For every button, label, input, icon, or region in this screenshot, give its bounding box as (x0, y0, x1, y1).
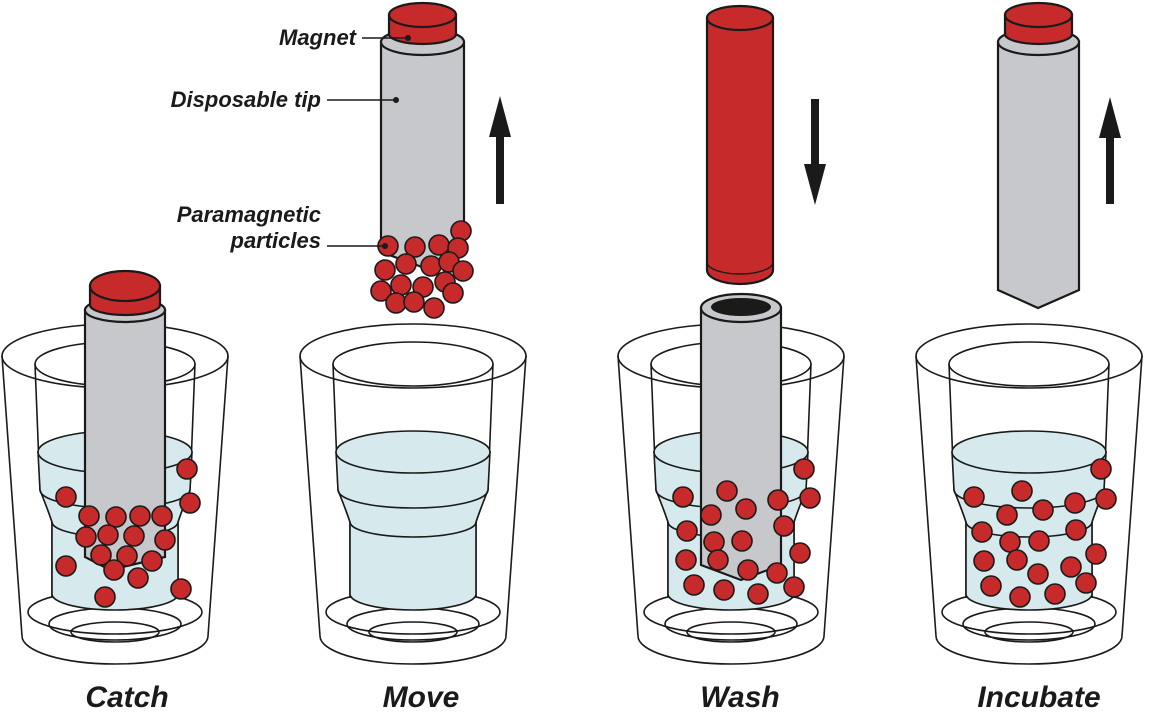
cup-wash (617, 4, 845, 665)
beads-catch (55, 458, 201, 608)
tip-move (379, 1, 466, 269)
callout-paramagnetic-particles: Paramagnetic particles (177, 202, 388, 253)
magnet-wash (705, 4, 775, 286)
arrow-up-icon (1099, 97, 1121, 204)
callout-magnet: Magnet (279, 25, 411, 50)
tip-catch (83, 269, 167, 572)
beads-wash (672, 458, 821, 605)
tip-incubate (996, 1, 1081, 310)
beads-move (370, 220, 474, 319)
stage-title-incubate: Incubate (977, 681, 1100, 714)
callout-magnet-text: Magnet (279, 25, 358, 50)
callout-paramagnetic-line2: particles (230, 228, 322, 253)
callout-disposable-tip: Disposable tip (171, 87, 399, 112)
cup-catch (1, 269, 229, 665)
arrow-down-icon (804, 99, 826, 205)
beads-incubate (963, 458, 1117, 608)
stage-title-wash: Wash (700, 681, 779, 714)
stage-title-catch: Catch (85, 681, 168, 714)
callout-disposable-tip-text: Disposable tip (171, 87, 321, 112)
arrow-up-icon (489, 96, 511, 204)
stage-title-move: Move (383, 681, 460, 714)
cup-incubate (915, 1, 1143, 665)
callout-paramagnetic-line1: Paramagnetic (177, 202, 321, 227)
cup-move-liquid (335, 430, 491, 611)
cup-move (299, 1, 527, 665)
cup-incubate-walls (915, 323, 1143, 665)
